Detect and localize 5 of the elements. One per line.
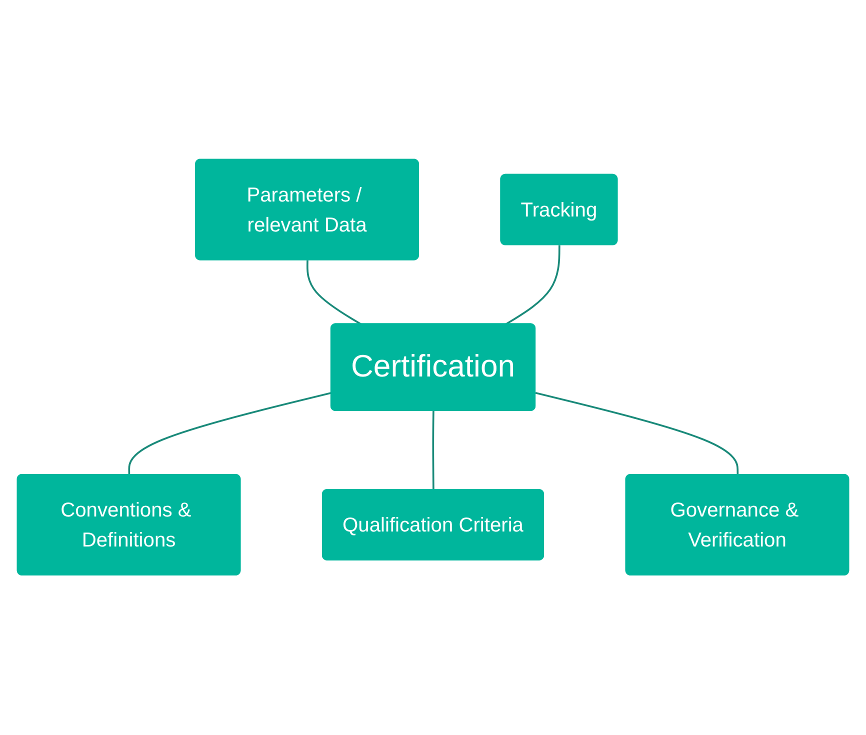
connector (506, 246, 560, 326)
connector (535, 392, 739, 476)
connector (128, 392, 332, 476)
connector (306, 260, 362, 326)
connector (432, 411, 434, 490)
